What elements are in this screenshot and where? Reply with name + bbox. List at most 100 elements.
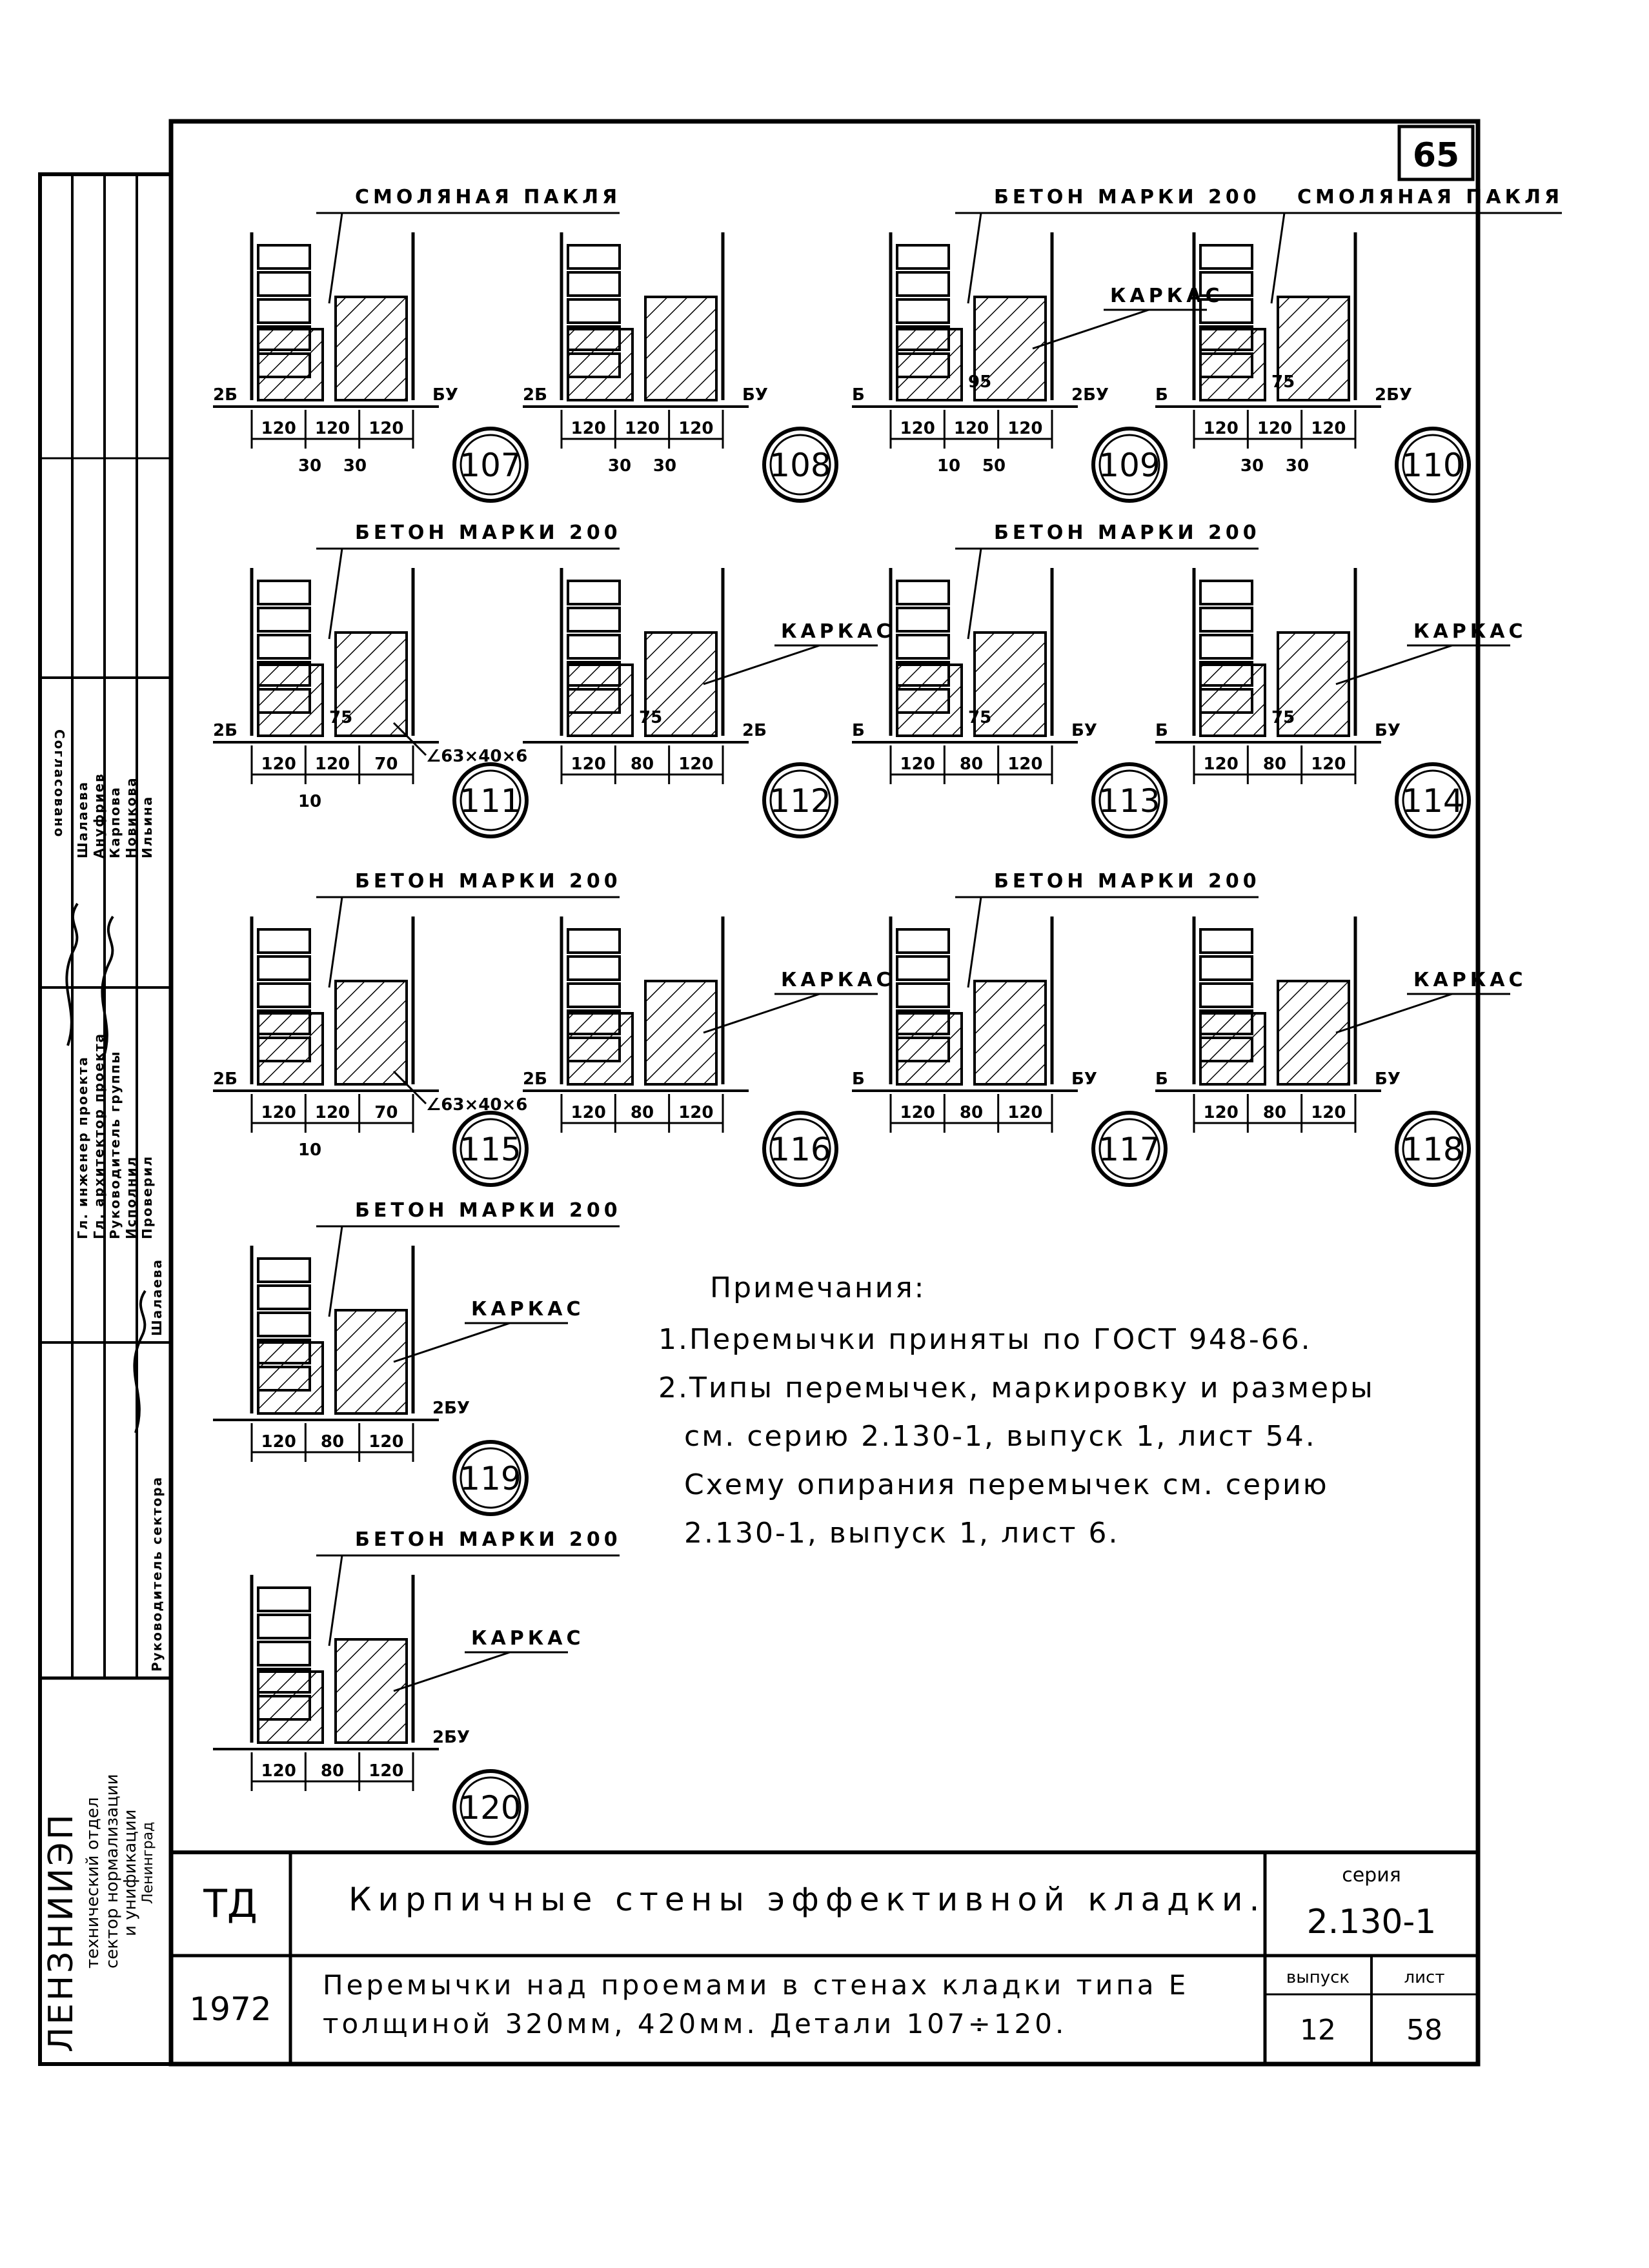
subdimension-label: 30: [1240, 456, 1264, 476]
tb-title-3: толщиной 320мм, 420мм. Детали 107÷120.: [323, 2008, 1067, 2040]
detail-number: 115: [460, 1131, 521, 1168]
left-mark: 2Б: [523, 385, 547, 405]
tb-series-value: 2.130-1: [1307, 1903, 1437, 1941]
detail-number: 117: [1098, 1131, 1160, 1168]
subdimension-label: 10: [298, 1140, 321, 1160]
detail-number: 118: [1402, 1131, 1463, 1168]
side-role-5: Проверил: [139, 1155, 155, 1239]
side-role-3: Руководитель группы: [107, 1050, 123, 1239]
lintel-block: [1199, 663, 1266, 737]
signature-1: [65, 902, 79, 1046]
brick: [257, 607, 311, 633]
height-label: 75: [1271, 372, 1295, 392]
tb-title-1: Кирпичные стены эффективной кладки.: [349, 1881, 1266, 1918]
tb-code: ТД: [203, 1881, 258, 1927]
brick: [896, 955, 950, 981]
brick: [567, 955, 621, 981]
dimension-label: 120: [315, 754, 350, 774]
side-role-4: Исполнил: [123, 1156, 139, 1239]
brick: [257, 982, 311, 1008]
detail-number-circle: [1091, 427, 1168, 503]
notes-title: Примечания:: [710, 1271, 926, 1304]
top-label: БЕТОН МАРКИ 200: [355, 1528, 622, 1551]
dimension-label: 120: [1204, 754, 1239, 774]
left-mark: 2Б: [523, 1069, 547, 1089]
dimension-label: 120: [1007, 419, 1042, 438]
right-mark: 2БУ: [1071, 385, 1109, 405]
top-label: БЕТОН МАРКИ 200: [355, 1199, 622, 1222]
notes-line-5: 2.130-1, выпуск 1, лист 6.: [684, 1517, 1120, 1550]
height-label: 75: [639, 708, 662, 727]
detail-number-circle: [1091, 1111, 1168, 1187]
brick: [1199, 607, 1253, 633]
brick: [257, 1284, 311, 1310]
dimension-label: 80: [960, 1103, 983, 1122]
brick: [896, 928, 950, 954]
dimension-label: 120: [369, 1432, 403, 1452]
lintel-block: [1199, 328, 1266, 401]
sheet-number: 65: [1413, 136, 1459, 175]
detail-number-circle: [762, 1111, 838, 1187]
notes-line-1: 1.Перемычки приняты по ГОСТ 948-66.: [658, 1323, 1312, 1356]
brick: [567, 634, 621, 660]
signature-3: [133, 1290, 147, 1433]
brick: [257, 955, 311, 981]
top-label: БЕТОН МАРКИ 200: [994, 186, 1260, 208]
brick: [896, 982, 950, 1008]
detail-number: 112: [769, 782, 831, 820]
dimension-label: 120: [900, 1103, 935, 1122]
brick: [257, 1257, 311, 1283]
lintel-block: [257, 1670, 324, 1744]
lintel-block: [1199, 1012, 1266, 1086]
top-label: БЕТОН МАРКИ 200: [994, 870, 1260, 893]
brick: [1199, 580, 1253, 605]
side-texts: ЛЕНЗНИИЭП технический отдел сектор норма…: [42, 729, 165, 2052]
lintel-block: [334, 631, 408, 737]
side-org-name: ЛЕНЗНИИЭП: [42, 1812, 81, 2052]
lintel-block: [257, 1012, 324, 1086]
detail-number-circle: [452, 1769, 529, 1845]
side-role-1: Гл. инженер проекта: [75, 1056, 90, 1239]
top-label: БЕТОН МАРКИ 200: [994, 521, 1260, 544]
height-label: 75: [1271, 708, 1295, 727]
dimension-label: 120: [1311, 1103, 1346, 1122]
lintel-block: [334, 296, 408, 401]
tb-issue-value: 12: [1300, 2014, 1336, 2047]
brick: [1199, 271, 1253, 297]
brick: [567, 580, 621, 605]
dimension-label: 120: [678, 419, 713, 438]
side-org-city: Ленинград: [140, 1822, 156, 1904]
dimension-label: 120: [1311, 419, 1346, 438]
dimension-label: 80: [1263, 754, 1286, 774]
dimension-label: 70: [374, 1103, 398, 1122]
left-mark: Б: [1155, 1069, 1168, 1089]
detail-number: 120: [460, 1789, 521, 1827]
right-mark: БУ: [1071, 721, 1097, 740]
detail-number-circle: [452, 1111, 529, 1187]
brick: [257, 271, 311, 297]
lintel-block: [567, 1012, 634, 1086]
brick: [567, 982, 621, 1008]
detail-number: 116: [769, 1131, 831, 1168]
dimension-label: 80: [321, 1432, 344, 1452]
brick: [896, 244, 950, 270]
brick: [1199, 244, 1253, 270]
dimension-label: 120: [571, 1103, 606, 1122]
right-mark: 2БУ: [1375, 385, 1412, 405]
dimension-label: 120: [369, 419, 403, 438]
top-label: СМОЛЯНАЯ ПАКЛЯ: [1297, 186, 1563, 208]
lintel-block: [1277, 296, 1350, 401]
tb-series-label: серия: [1342, 1864, 1401, 1887]
detail-number-circle: [1395, 427, 1471, 503]
title-block: ТД 1972 Кирпичные стены эффективной клад…: [169, 1850, 1480, 2066]
detail-number: 114: [1402, 782, 1463, 820]
